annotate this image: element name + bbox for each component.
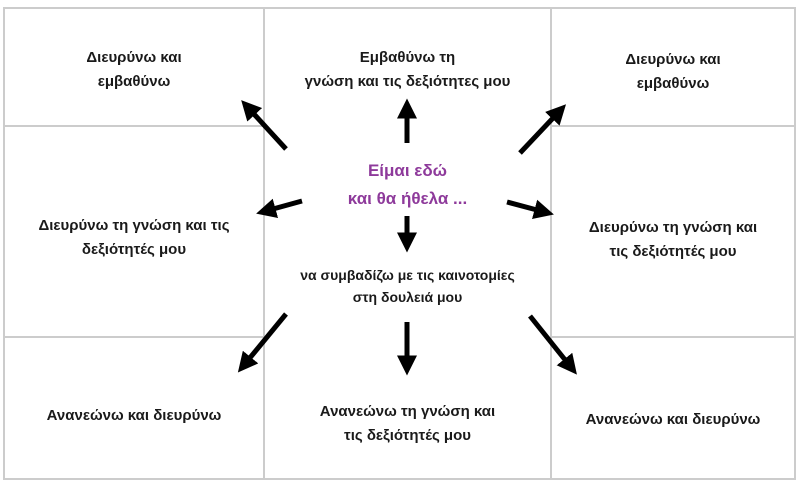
- cell-top-left-line1: Διευρύνω και: [86, 49, 182, 66]
- center-subtitle: να συμβαδίζω με τις καινοτομίες στη δουλ…: [264, 264, 551, 308]
- cell-top-left-line2: εμβαθύνω: [97, 73, 171, 90]
- arrow-down-right: [528, 314, 577, 375]
- cell-top-right-line1: Διευρύνω και: [625, 51, 721, 68]
- cell-middle-right-line2: τις δεξιότητές μου: [609, 243, 737, 260]
- cell-bottom-left-line1: Ανανεώνω και διευρύνω: [46, 407, 222, 424]
- arrow-left: [256, 198, 303, 218]
- cell-bottom-right-line1: Ανανεώνω και διευρύνω: [585, 411, 761, 428]
- cell-bottom-right: Ανανεώνω και διευρύνω: [551, 408, 795, 432]
- cell-middle-left: Διευρύνω τη γνώση και τις δεξιότητές μου: [4, 214, 264, 262]
- arrow-up-right: [518, 104, 567, 155]
- arrow-up-left: [241, 100, 288, 151]
- center-title: Είμαι εδώ και θα ήθελα ...: [264, 157, 551, 213]
- center-title-line1: Είμαι εδώ: [367, 161, 448, 180]
- cell-top-center-line1: Εμβαθύνω τη: [359, 49, 456, 66]
- cell-top-right: Διευρύνω και εμβαθύνω: [551, 48, 795, 96]
- cell-middle-right-line1: Διευρύνω τη γνώση και: [588, 219, 758, 236]
- cell-bottom-center-line2: τις δεξιότητές μου: [344, 427, 471, 444]
- cell-middle-right: Διευρύνω τη γνώση και τις δεξιότητές μου: [551, 216, 795, 264]
- cell-middle-left-line1: Διευρύνω τη γνώση και τις: [38, 217, 230, 234]
- cell-middle-left-line2: δεξιότητές μου: [81, 241, 187, 258]
- arrow-down-left: [237, 312, 288, 373]
- grid-border: [3, 7, 796, 480]
- cell-top-center: Εμβαθύνω τη γνώση και τις δεξιότητες μου: [264, 46, 551, 94]
- center-subtitle-line1: να συμβαδίζω με τις καινοτομίες: [300, 267, 515, 283]
- center-title-line2: και θα ήθελα ...: [347, 189, 468, 208]
- cell-bottom-center-line1: Ανανεώνω τη γνώση και: [319, 403, 496, 420]
- cell-bottom-left: Ανανεώνω και διευρύνω: [4, 404, 264, 428]
- arrow-right: [506, 199, 554, 220]
- cell-bottom-center: Ανανεώνω τη γνώση και τις δεξιότητές μου: [264, 400, 551, 448]
- cell-top-right-line2: εμβαθύνω: [636, 75, 710, 92]
- cell-top-center-line2: γνώση και τις δεξιότητες μου: [304, 73, 511, 90]
- cell-top-left: Διευρύνω και εμβαθύνω: [4, 46, 264, 94]
- center-subtitle-line2: στη δουλειά μου: [352, 289, 463, 305]
